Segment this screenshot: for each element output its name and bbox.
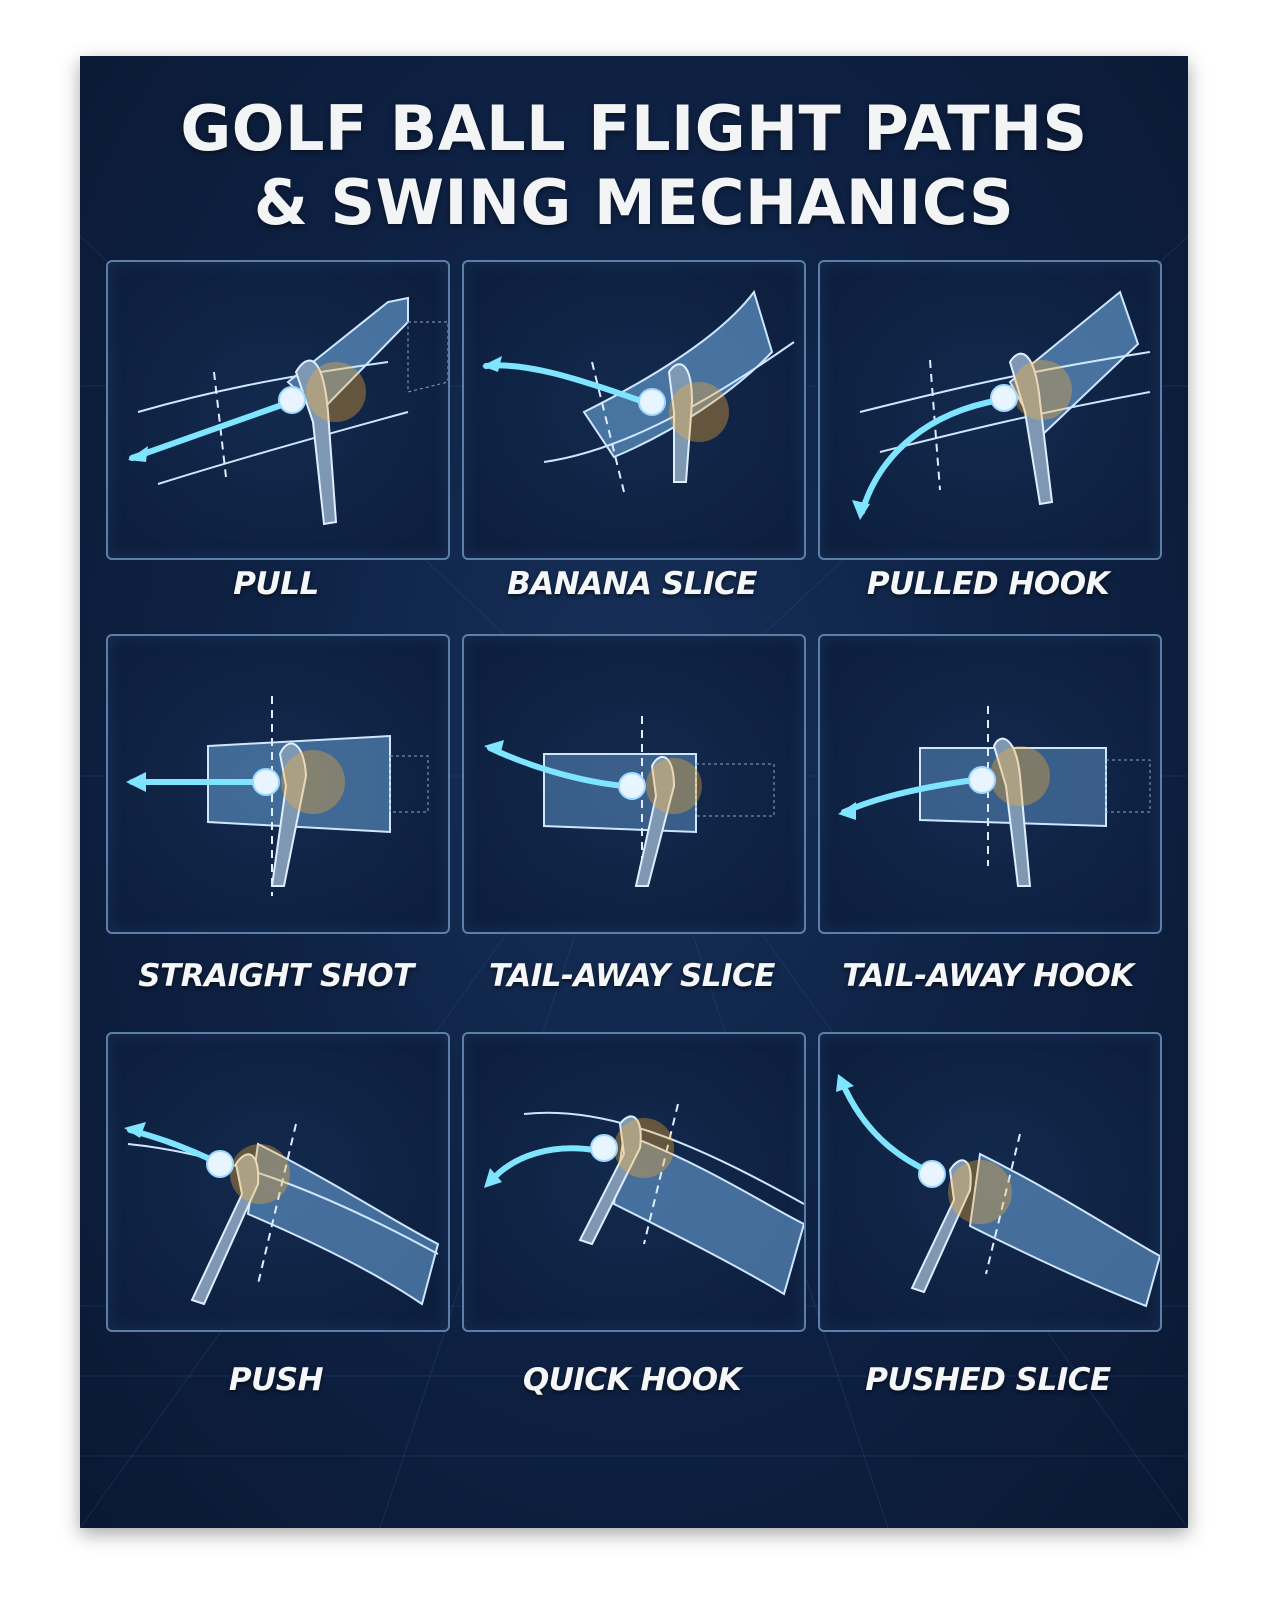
shot-label-tail-away-slice: TAIL-AWAY SLICE <box>489 958 776 994</box>
ball-trail <box>129 397 299 461</box>
club-shaft <box>270 742 308 887</box>
club-shaft <box>667 363 694 483</box>
shot-panel-tail-away-hook <box>818 634 1162 934</box>
poster: GOLF BALL FLIGHT PATHS & SWING MECHANICS <box>80 56 1188 1528</box>
club-shaft <box>190 1153 260 1306</box>
arrow-head <box>482 356 502 372</box>
shot-panel-banana-slice <box>462 260 806 560</box>
golf-ball <box>278 386 306 414</box>
shot-label-straight-shot: STRAIGHT SHOT <box>138 958 414 994</box>
impact-glow <box>281 750 345 814</box>
impact-glow <box>306 362 366 422</box>
tail-away-hook-shot-icon <box>838 706 1151 887</box>
banana-slice-shot-icon <box>482 289 795 493</box>
shot-panel-straight-shot <box>106 634 450 934</box>
ball-trail <box>483 362 647 405</box>
golf-ball <box>618 772 646 800</box>
ball-trail <box>859 397 1003 515</box>
impact-glow <box>646 758 702 814</box>
golf-ball <box>990 384 1018 412</box>
shot-panel-pushed-slice <box>818 1032 1162 1332</box>
shot-label-push: PUSH <box>228 1362 324 1398</box>
shot-label-pull: PULL <box>233 566 319 602</box>
arrow-head <box>836 1074 854 1092</box>
shot-panel-tail-away-slice <box>462 634 806 934</box>
shot-panel-quick-hook <box>462 1032 806 1332</box>
shot-label-quick-hook: QUICK HOOK <box>522 1362 742 1398</box>
impact-glow <box>669 382 729 442</box>
tail-away-slice-shot-icon <box>484 716 775 887</box>
poster-title: GOLF BALL FLIGHT PATHS & SWING MECHANICS <box>80 92 1188 240</box>
club-shaft <box>992 737 1032 887</box>
pulled-hook-shot-icon <box>852 290 1151 520</box>
title-line-2: & SWING MECHANICS <box>253 166 1015 239</box>
quick-hook-shot-icon <box>484 1103 804 1296</box>
arrow-head <box>128 446 148 462</box>
ball-trail <box>487 745 627 789</box>
club-shaft <box>578 1115 642 1246</box>
arrow-head <box>484 1168 502 1188</box>
ball-trail <box>487 1145 597 1185</box>
shot-panel-push <box>106 1032 450 1332</box>
impact-glow <box>1012 360 1072 420</box>
golf-ball <box>252 768 280 796</box>
push-shot-icon <box>124 1122 440 1306</box>
shot-label-banana-slice: BANANA SLICE <box>507 566 757 602</box>
impact-glow <box>614 1118 674 1178</box>
impact-glow <box>990 746 1050 806</box>
shot-label-tail-away-hook: TAIL-AWAY HOOK <box>842 958 1134 994</box>
straight-shot-icon <box>126 696 429 896</box>
club-shaft <box>1008 352 1054 506</box>
club-face <box>246 1142 440 1306</box>
arrow-head <box>838 802 856 820</box>
golf-ball <box>918 1160 946 1188</box>
club-face <box>137 296 448 526</box>
impact-glow <box>230 1144 290 1204</box>
impact-glow <box>948 1160 1012 1224</box>
shot-label-pulled-hook: PULLED HOOK <box>866 566 1110 602</box>
title-line-1: GOLF BALL FLIGHT PATHS <box>180 92 1088 165</box>
arrow-head <box>852 500 870 520</box>
club-shaft <box>910 1159 972 1294</box>
golf-ball <box>590 1134 618 1162</box>
arrow-head <box>484 740 504 756</box>
pull-shot-icon <box>128 296 448 526</box>
ball-trail <box>839 1079 933 1175</box>
ball-trail <box>841 777 977 815</box>
golf-ball <box>638 388 666 416</box>
shot-panel-pull <box>106 260 450 560</box>
shot-label-pushed-slice: PUSHED SLICE <box>865 1362 1111 1398</box>
arrow-head <box>124 1122 146 1138</box>
golf-ball <box>968 766 996 794</box>
pushed-slice-shot-icon <box>836 1074 1160 1308</box>
golf-ball <box>206 1150 234 1178</box>
arrow-head <box>126 772 146 792</box>
club-face <box>968 1152 1160 1308</box>
club-shaft <box>634 755 676 887</box>
shot-panel-pulled-hook <box>818 260 1162 560</box>
